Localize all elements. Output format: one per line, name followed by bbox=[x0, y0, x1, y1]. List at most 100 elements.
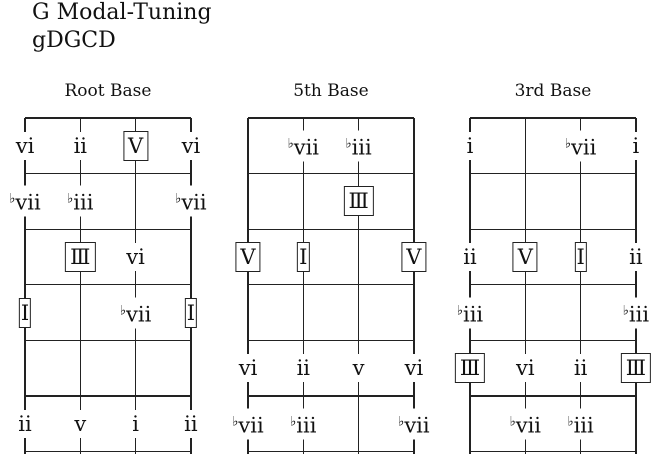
degree-text: iii bbox=[73, 190, 94, 215]
flat-icon: ♭ bbox=[67, 191, 74, 207]
degree-label: ♭iii bbox=[67, 185, 94, 217]
flat-icon: ♭ bbox=[290, 414, 297, 430]
string-line bbox=[302, 118, 304, 454]
degree-label: V bbox=[512, 242, 538, 272]
degree-label: vi bbox=[404, 354, 424, 383]
degree-text: I bbox=[20, 300, 30, 325]
degree-label: ♭vii bbox=[119, 297, 152, 329]
degree-label: Ⅲ bbox=[620, 353, 652, 384]
degree-text: I bbox=[576, 245, 585, 269]
degree-label: I bbox=[574, 242, 587, 272]
degree-label: Ⅲ bbox=[65, 242, 96, 272]
degree-text: vii bbox=[181, 190, 207, 215]
degree-text: i bbox=[132, 411, 139, 436]
degree-label: vi bbox=[181, 131, 201, 160]
degree-label: i bbox=[632, 131, 640, 160]
fret-line bbox=[248, 173, 414, 175]
string-line bbox=[79, 118, 81, 454]
degree-text: V bbox=[406, 245, 422, 269]
flat-icon: ♭ bbox=[567, 414, 574, 430]
degree-text: vi bbox=[516, 356, 535, 381]
degree-text: ii bbox=[184, 411, 198, 436]
degree-text: iii bbox=[296, 413, 317, 438]
degree-label: ♭iii bbox=[622, 297, 650, 329]
degree-text: vi bbox=[404, 356, 424, 381]
string-line bbox=[24, 118, 26, 454]
tuning-strings: gDGCD bbox=[32, 28, 116, 53]
degree-text: V bbox=[240, 245, 256, 269]
degree-text: vi bbox=[181, 133, 201, 158]
degree-text: ii bbox=[629, 245, 643, 269]
fret-line bbox=[248, 339, 414, 342]
fret-line bbox=[470, 395, 636, 397]
degree-label: ♭iii bbox=[567, 408, 594, 440]
fret-line bbox=[25, 284, 191, 286]
degree-label: ii bbox=[296, 354, 311, 383]
string-line bbox=[135, 118, 137, 454]
degree-text: vii bbox=[515, 413, 542, 438]
fret-line bbox=[470, 284, 636, 286]
fret-line bbox=[470, 228, 636, 230]
degree-label: ♭vii bbox=[9, 185, 41, 217]
flat-icon: ♭ bbox=[509, 414, 516, 430]
flat-icon: ♭ bbox=[9, 191, 16, 207]
flat-icon: ♭ bbox=[398, 414, 405, 430]
string-line bbox=[190, 118, 192, 454]
fret-line bbox=[470, 117, 636, 119]
degree-label: i bbox=[466, 131, 474, 160]
degree-label: ii bbox=[629, 243, 643, 271]
string-line bbox=[580, 118, 582, 454]
degree-text: I bbox=[299, 245, 308, 269]
degree-text: vii bbox=[293, 135, 320, 160]
degree-label: ♭vii bbox=[564, 130, 597, 162]
string-line bbox=[635, 118, 637, 454]
degree-text: ii bbox=[73, 133, 88, 158]
degree-label: Ⅲ bbox=[343, 186, 374, 217]
string-line bbox=[247, 118, 249, 454]
fret-line bbox=[248, 117, 414, 119]
degree-label: I bbox=[18, 297, 32, 328]
degree-label: vi bbox=[516, 354, 535, 383]
degree-label: ii bbox=[18, 409, 32, 438]
degree-label: ♭vii bbox=[232, 408, 264, 440]
string-line bbox=[413, 118, 415, 454]
degree-label: ♭iii bbox=[456, 297, 484, 329]
fret-line bbox=[25, 228, 191, 230]
degree-label: Ⅲ bbox=[454, 353, 486, 384]
degree-label: ♭iii bbox=[290, 408, 317, 440]
degree-text: i bbox=[632, 133, 640, 158]
degree-text: Ⅲ bbox=[70, 245, 91, 269]
degree-label: vi bbox=[126, 243, 145, 271]
degree-label: V bbox=[123, 130, 149, 161]
degree-label: i bbox=[132, 409, 139, 438]
degree-text: vii bbox=[571, 135, 597, 160]
degree-label: ♭vii bbox=[398, 408, 430, 440]
degree-text: iii bbox=[573, 413, 594, 438]
degree-text: v bbox=[74, 411, 87, 436]
flat-icon: ♭ bbox=[345, 136, 352, 152]
degree-label: vi bbox=[238, 354, 258, 383]
string-line bbox=[469, 118, 471, 454]
degree-label: ♭vii bbox=[509, 408, 542, 440]
degree-text: v bbox=[352, 356, 365, 381]
tuning-title: G Modal-Tuning bbox=[32, 0, 212, 25]
degree-label: I bbox=[184, 297, 198, 328]
fret-line bbox=[470, 173, 636, 175]
degree-text: ii bbox=[573, 356, 588, 381]
diagram-title: Root Base bbox=[64, 81, 152, 101]
degree-text: vi bbox=[238, 356, 258, 381]
string-line bbox=[358, 118, 360, 454]
fret-line bbox=[25, 117, 191, 119]
degree-label: ii bbox=[573, 354, 588, 383]
fret-line bbox=[248, 284, 414, 286]
degree-label: ♭vii bbox=[175, 185, 207, 217]
degree-text: iii bbox=[351, 135, 372, 160]
degree-text: V bbox=[128, 133, 144, 158]
diagram-title: 3rd Base bbox=[514, 81, 592, 101]
flat-icon: ♭ bbox=[622, 303, 629, 319]
degree-label: v bbox=[74, 409, 87, 438]
flat-icon: ♭ bbox=[287, 136, 294, 152]
degree-label: ii bbox=[463, 243, 477, 271]
degree-text: Ⅲ bbox=[348, 189, 369, 214]
diagram-title: 5th Base bbox=[293, 81, 369, 101]
